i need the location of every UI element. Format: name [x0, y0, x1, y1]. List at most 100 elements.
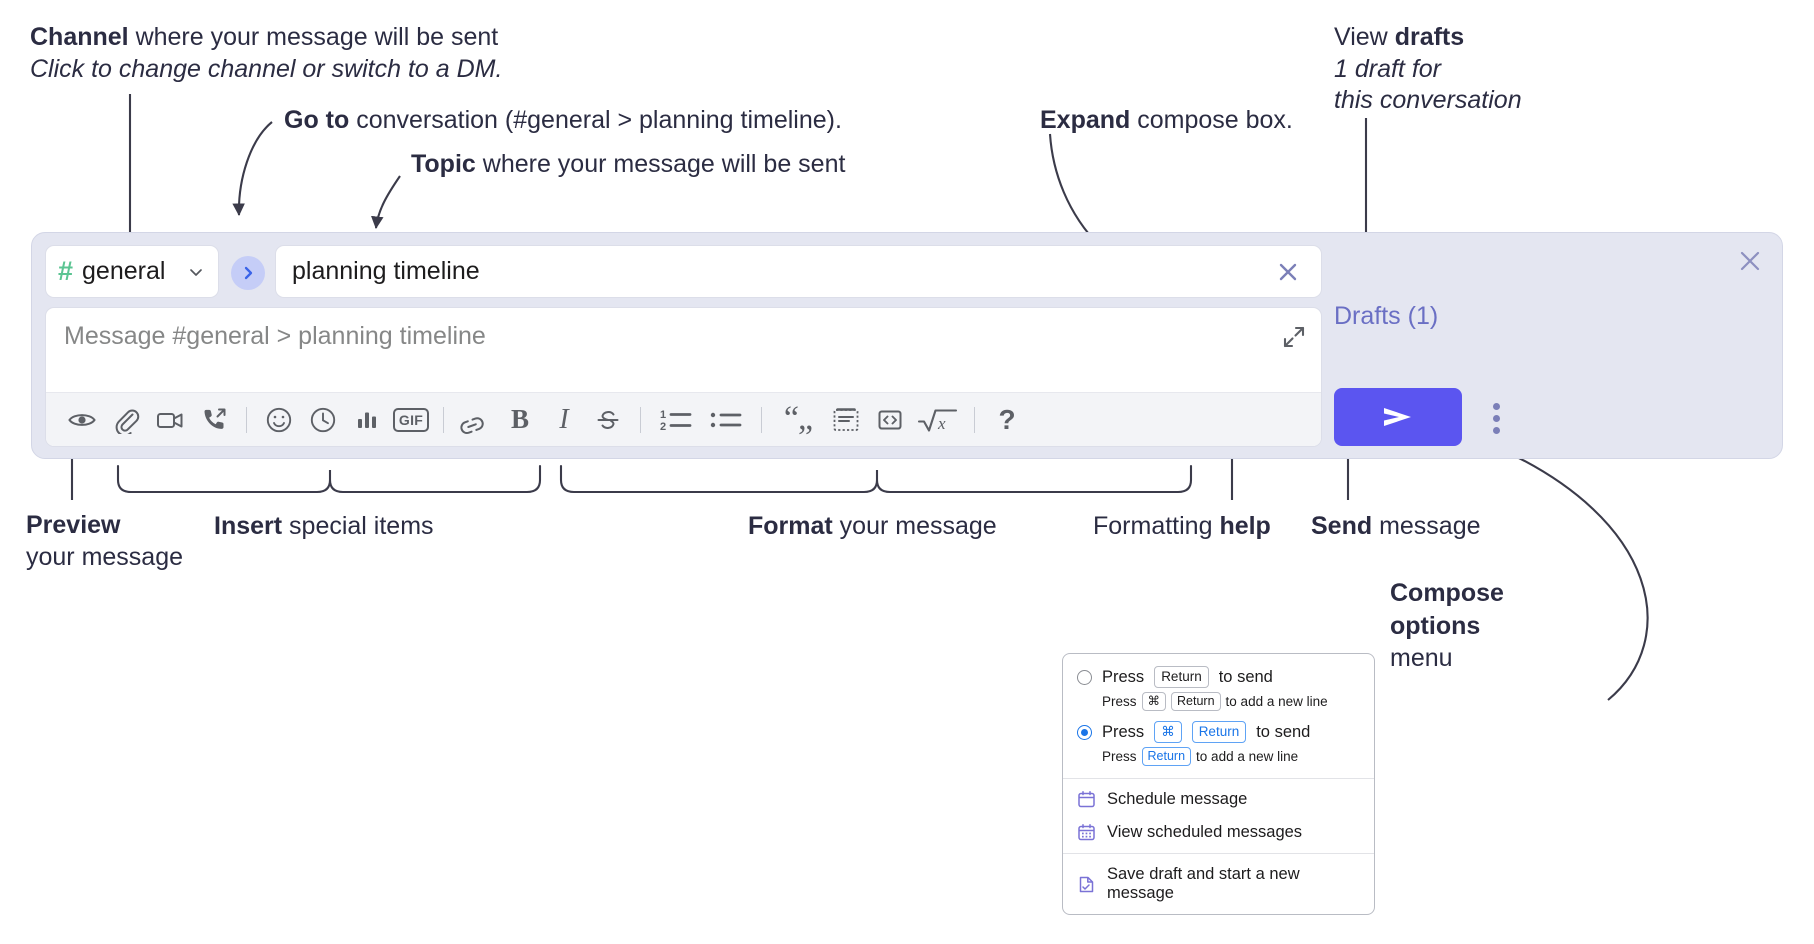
annotation-format-rest: your message: [832, 512, 997, 540]
menu-item-label: View scheduled messages: [1107, 823, 1303, 842]
annotation-topic-rest: where your message will be sent: [475, 150, 846, 178]
annotation-channel-italic: Click to change channel or switch to a D…: [30, 54, 503, 83]
send-option-cmd-return-sub: Press Return to add a new line: [1102, 747, 1360, 767]
radio-button[interactable]: [1077, 669, 1092, 685]
help-button[interactable]: ?: [985, 400, 1029, 440]
annotation-compose-options-bold-1: Compose: [1390, 579, 1504, 607]
separator-2: [443, 406, 444, 433]
send-option-label-post: to send: [1256, 722, 1311, 741]
key-return: Return: [1141, 747, 1192, 767]
reminder-button[interactable]: [301, 400, 345, 440]
key-command: ⌘: [1154, 721, 1182, 744]
send-option-label-pre: Press: [1102, 667, 1145, 686]
annotation-compose-options-rest: menu: [1390, 644, 1453, 672]
annotation-drafts: View drafts 1 draft for this conversatio…: [1334, 22, 1522, 117]
calendar-grid-icon: [1077, 823, 1096, 842]
svg-text:2: 2: [660, 421, 666, 433]
annotation-channel-rest: where your message will be sent: [128, 23, 499, 51]
annotation-goto: Go to conversation (#general > planning …: [284, 105, 842, 137]
annotation-drafts-bold: drafts: [1394, 23, 1465, 51]
document-check-icon: [1077, 875, 1096, 894]
menu-item-view-scheduled[interactable]: View scheduled messages: [1063, 816, 1374, 849]
question-mark-icon: ?: [998, 403, 1016, 435]
annotation-expand-bold: Expand: [1040, 106, 1131, 134]
annotation-drafts-pre: View: [1334, 23, 1395, 51]
preview-button[interactable]: [60, 400, 104, 440]
menu-item-save-draft[interactable]: Save draft and start a new message: [1063, 858, 1374, 910]
send-option-return[interactable]: Press Return to send: [1077, 666, 1360, 689]
italic-button[interactable]: I: [542, 400, 586, 440]
kebab-dot: [1492, 402, 1500, 410]
menu-divider: [1063, 778, 1374, 780]
annotation-goto-bold: Go to: [284, 106, 350, 134]
send-shortcut-options: Press Return to send Press ⌘ Return to a…: [1063, 654, 1374, 778]
drafts-link[interactable]: Drafts (1): [1334, 302, 1439, 330]
annotation-preview-line2: your message: [26, 542, 184, 571]
goto-conversation-button[interactable]: [231, 256, 265, 290]
send-button[interactable]: [1334, 388, 1462, 446]
annotation-drafts-italic-2: this conversation: [1334, 86, 1522, 114]
separator-4: [761, 406, 762, 433]
key-return: Return: [1191, 721, 1247, 744]
annotation-insert: Insert special items: [214, 511, 434, 543]
annotation-compose-options-bold-2: options: [1390, 611, 1481, 640]
send-option-cmd-return[interactable]: Press ⌘ Return to send: [1077, 721, 1360, 744]
bold-button[interactable]: B: [498, 400, 542, 440]
hash-icon: #: [58, 256, 74, 286]
expand-compose-button[interactable]: [1277, 320, 1311, 354]
menu-item-label: Save draft and start a new message: [1107, 865, 1300, 903]
audio-clip-button[interactable]: [192, 400, 236, 440]
code-button[interactable]: [868, 400, 912, 440]
italic-icon: I: [559, 403, 569, 435]
gif-label: GIF: [392, 407, 430, 432]
channel-name: general: [82, 257, 166, 285]
video-clip-button[interactable]: [148, 400, 192, 440]
menu-item-schedule-message[interactable]: Schedule message: [1063, 783, 1374, 816]
menu-section-draft: Save draft and start a new message: [1063, 854, 1374, 914]
kebab-dot: [1492, 426, 1500, 434]
math-button[interactable]: x: [912, 400, 964, 440]
channel-picker[interactable]: # general: [45, 245, 219, 298]
annotation-channel: Channel where your message will be sent …: [30, 22, 502, 85]
annotation-insert-rest: special items: [282, 512, 434, 540]
compose-options-button[interactable]: [1479, 396, 1513, 440]
annotation-insert-bold: Insert: [214, 512, 283, 540]
sub-post: to add a new line: [1225, 694, 1328, 710]
close-compose-button[interactable]: [1732, 243, 1768, 279]
annotation-expand: Expand compose box.: [1040, 105, 1293, 137]
strikethrough-button[interactable]: [586, 400, 630, 440]
bold-icon: B: [510, 404, 529, 434]
attach-button[interactable]: [104, 400, 148, 440]
quote-icon: “„: [783, 400, 813, 438]
message-input[interactable]: Message #general > planning timeline: [64, 322, 486, 350]
link-button[interactable]: [454, 400, 498, 440]
send-icon: [1378, 402, 1418, 432]
compose-options-menu: Press Return to send Press ⌘ Return to a…: [1062, 653, 1375, 916]
annotation-send-rest: message: [1372, 512, 1481, 540]
topic-field[interactable]: planning timeline: [275, 245, 1322, 298]
topic-clear-button[interactable]: [1271, 255, 1305, 289]
chevron-down-icon: [186, 262, 206, 282]
annotation-drafts-italic-1: 1 draft for: [1334, 54, 1441, 83]
message-box: Message #general > planning timeline: [45, 307, 1322, 447]
annotation-channel-bold: Channel: [30, 23, 129, 51]
annotation-topic-bold: Topic: [411, 150, 476, 178]
bulleted-list-button[interactable]: [701, 400, 751, 440]
gif-button[interactable]: GIF: [389, 400, 433, 440]
separator-3: [640, 406, 641, 433]
key-return: Return: [1154, 666, 1209, 689]
compose-panel: # general planning timeline Message #gen…: [31, 232, 1783, 459]
separator-1: [246, 406, 247, 433]
code-block-button[interactable]: [824, 400, 868, 440]
emoji-button[interactable]: [257, 400, 301, 440]
menu-divider: [1063, 853, 1374, 855]
send-option-label-post: to send: [1218, 667, 1273, 686]
radio-button[interactable]: [1077, 724, 1092, 740]
send-option-return-sub: Press ⌘ Return to add a new line: [1102, 692, 1360, 712]
poll-button[interactable]: [345, 400, 389, 440]
blockquote-button[interactable]: “„: [772, 400, 824, 440]
annotation-help-bold: help: [1219, 512, 1271, 540]
